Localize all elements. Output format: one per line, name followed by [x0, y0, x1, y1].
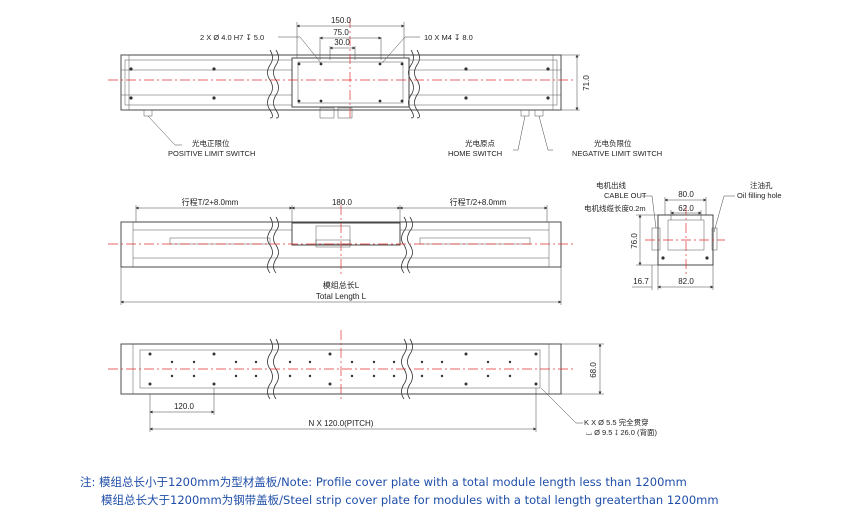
- hole-callout-1: K X Ø 5.5 完全贯穿: [584, 417, 649, 427]
- cable-out-cn: 电机出线: [596, 180, 626, 190]
- dim-71: 71.0: [582, 75, 591, 91]
- pitch-dim: N X 120.0(PITCH): [309, 419, 374, 428]
- end-view: 电机出线 CABLE OUT 电机线缆长度0.2m 注油孔 Oil fillin…: [584, 180, 782, 290]
- carriage-top: [291, 57, 410, 108]
- note-line-2: 模组总长大于1200mm为钢带盖板/Steel strip cover plat…: [101, 493, 719, 507]
- home-switch-en: HOME SWITCH: [448, 149, 502, 158]
- total-length-en: Total Length L: [316, 292, 367, 301]
- dim-180: 180.0: [332, 198, 353, 207]
- oil-hole-cn: 注油孔: [750, 180, 773, 190]
- dim-150: 150.0: [331, 16, 352, 25]
- positive-limit-en: POSITIVE LIMIT SWITCH: [168, 149, 255, 158]
- dim-16-7: 16.7: [633, 277, 649, 286]
- dim-75: 75.0: [333, 28, 349, 37]
- tap-hole-callout: 10 X M4 ↧ 8.0: [424, 33, 473, 42]
- dim-76: 76.0: [630, 233, 639, 249]
- dim-30: 30.0: [334, 38, 350, 47]
- pin-hole-callout: 2 X Ø 4.0 H7 ↧ 5.0: [200, 33, 264, 42]
- home-switch-cn: 光电原点: [465, 138, 495, 148]
- dim-82: 82.0: [678, 277, 694, 286]
- dim-120: 120.0: [174, 402, 195, 411]
- note-line-1: 注: 模组总长小于1200mm为型材盖板/Note: Profile cover…: [80, 475, 687, 489]
- total-length-cn: 模组总长L: [323, 280, 360, 290]
- dim-68: 68.0: [589, 362, 598, 378]
- break-mark: [267, 49, 273, 119]
- cable-length: 电机线缆长度0.2m: [584, 203, 646, 213]
- stroke-left: 行程T/2+8.0mm: [182, 197, 239, 207]
- bottom-hole-pattern: [148, 352, 538, 386]
- negative-limit-cn: 光电负限位: [594, 138, 632, 148]
- negative-limit-en: NEGATIVE LIMIT SWITCH: [572, 149, 662, 158]
- hole-callout-2: ⌴ Ø 9.5 ↧ 26.0 (背面): [586, 427, 658, 437]
- top-view: 150.0 75.0 30.0 2 X Ø 4.0 H7 ↧ 5.0 10 X …: [108, 16, 662, 158]
- bottom-view: 68.0 120.0 N X 120.0(PITCH) K X Ø 5.5 完全…: [108, 330, 658, 437]
- cable-out-en: CABLE OUT: [604, 191, 647, 200]
- dim-80: 80.0: [678, 190, 694, 199]
- carriage-side: [291, 222, 401, 246]
- positive-limit-cn: 光电正限位: [192, 138, 230, 148]
- oil-hole-en: Oil filling hole: [737, 191, 782, 200]
- side-view: 行程T/2+8.0mm 180.0 行程T/2+8.0mm 模组总长L Tota…: [108, 197, 575, 305]
- dim-62: 62.0: [678, 204, 694, 213]
- stroke-right: 行程T/2+8.0mm: [450, 197, 507, 207]
